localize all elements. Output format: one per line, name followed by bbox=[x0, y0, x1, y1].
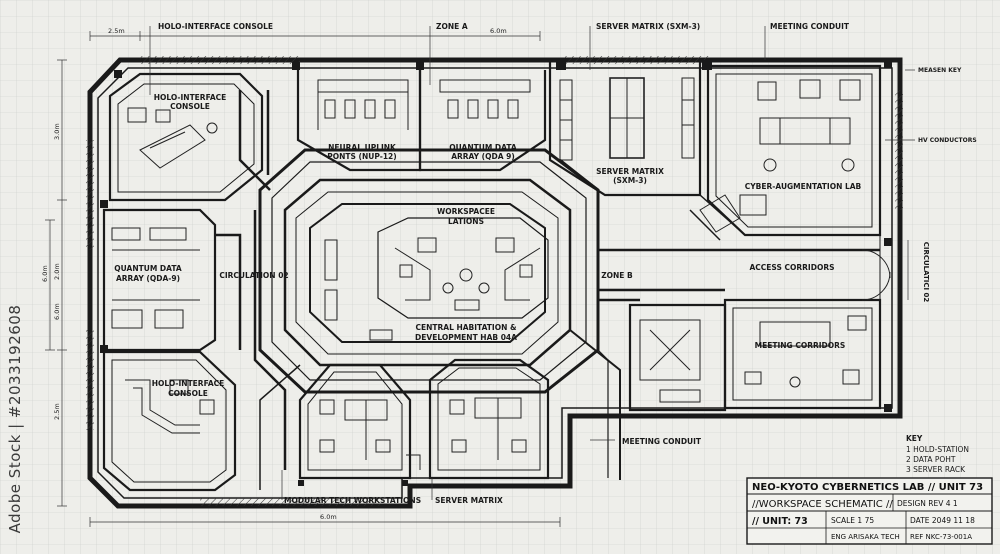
room-circulation-right: CIRCULATICI 02 bbox=[922, 242, 930, 303]
room-central-hab-line2: DEVELOPMENT HAB 04A bbox=[415, 333, 517, 342]
title-design-rev: DESIGN REV 4 1 bbox=[897, 499, 958, 508]
room-holo-top-line1: HOLO-INTERFACE bbox=[154, 93, 227, 102]
room-workspace-line2: LATIONS bbox=[448, 217, 484, 226]
callout-server-matrix: SERVER MATRIX (SXM-3) bbox=[596, 22, 700, 31]
dim-left-c: 2.0m bbox=[53, 263, 61, 280]
leader-lines bbox=[149, 26, 915, 500]
callout-zone-a: ZONE A bbox=[436, 22, 468, 31]
title-date: DATE 2049 11 18 bbox=[910, 516, 975, 525]
room-cyber-lab: CYBER-AUGMENTATION LAB bbox=[745, 182, 862, 191]
room-central-hab-line1: CENTRAL HABITATION & bbox=[415, 323, 517, 332]
room-holo-bottom-line2: CONSOLE bbox=[168, 389, 208, 398]
room-holo-top-line2: CONSOLE bbox=[170, 102, 210, 111]
room-meeting-corridors: MEETING CORRIDORS bbox=[755, 341, 846, 350]
room-quantum-top-line1: QUANTUM DATA bbox=[449, 143, 517, 152]
dim-top-left: 2.5m bbox=[108, 27, 125, 35]
room-zone-b: ZONE B bbox=[601, 271, 633, 280]
title-scale: SCALE 1 75 bbox=[831, 516, 874, 525]
callout-modular-workstations: MODULAR TECH WORKSTATIONS bbox=[284, 496, 421, 505]
room-access-corridors: ACCESS CORRIDORS bbox=[749, 263, 834, 272]
callout-server-matrix-bottom: SERVER MATRIX bbox=[435, 496, 503, 505]
dim-left-e: 6.0m bbox=[53, 303, 61, 320]
title-eng: ENG ARISAKA TECH bbox=[831, 533, 900, 541]
room-holo-bottom-line1: HOLO-INTERFACE bbox=[152, 379, 225, 388]
room-quantum-left-line2: ARRAY (QDA-9) bbox=[116, 274, 180, 283]
room-circulation-left: CIRCULATION 02 bbox=[219, 271, 288, 280]
title-line2: //WORKSPACE SCHEMATIC // bbox=[752, 499, 893, 510]
key-item: 3 SERVER RACK bbox=[906, 465, 966, 474]
room-quantum-left-line1: QUANTUM DATA bbox=[114, 264, 182, 273]
dim-left-d: 2.5m bbox=[53, 403, 61, 420]
room-neural-line2: PONTS (NUP-12) bbox=[327, 152, 396, 161]
dimension-lines bbox=[45, 31, 909, 527]
callout-meeting-conduit-top: MEETING CONDUIT bbox=[770, 22, 850, 31]
room-neural-line1: NEURAL UPLINK bbox=[328, 143, 397, 152]
structural-columns bbox=[100, 58, 892, 486]
furniture bbox=[111, 77, 891, 470]
dim-top-center: 6.0m bbox=[490, 27, 507, 35]
wall-hatching bbox=[86, 56, 903, 506]
callout-hv-conductors: HV CONDUCTORS bbox=[918, 137, 977, 144]
callout-meeting-conduit-bottom: MEETING CONDUIT bbox=[622, 437, 702, 446]
key-item: 1 HOLD-STATION bbox=[906, 445, 969, 454]
room-server-line1: SERVER MATRIX bbox=[596, 167, 664, 176]
watermark-text: Adobe Stock | #2033192608 bbox=[6, 304, 24, 534]
callout-measen-key: MEASEN KEY bbox=[918, 67, 962, 74]
key-item: 2 DATA POHT bbox=[906, 455, 956, 464]
title-unit: // UNIT: 73 bbox=[752, 516, 808, 527]
room-quantum-top-line2: ARRAY (QDA 9) bbox=[451, 152, 515, 161]
dim-left-b: 6.0m bbox=[41, 265, 49, 282]
dim-bottom-center: 6.0m bbox=[320, 513, 337, 521]
room-workspace-line1: WORKSPACEE bbox=[437, 207, 495, 216]
title-block: NEO-KYOTO CYBERNETICS LAB // UNIT 73 //W… bbox=[746, 477, 993, 545]
stock-watermark: Adobe Stock | #2033192608 bbox=[2, 300, 26, 550]
key-title: KEY bbox=[906, 434, 923, 443]
legend-key: KEY 1 HOLD-STATION 2 DATA POHT 3 SERVER … bbox=[906, 434, 969, 474]
room-server-line2: (SXM-3) bbox=[613, 176, 647, 185]
interior-walls bbox=[102, 62, 882, 492]
title-line1: NEO-KYOTO CYBERNETICS LAB // UNIT 73 bbox=[752, 482, 983, 493]
callout-holo-top: HOLO-INTERFACE CONSOLE bbox=[158, 22, 273, 31]
corridors bbox=[215, 90, 881, 490]
dim-left-a: 3.0m bbox=[53, 123, 61, 140]
title-ref: REF NKC-73-001A bbox=[910, 533, 972, 541]
